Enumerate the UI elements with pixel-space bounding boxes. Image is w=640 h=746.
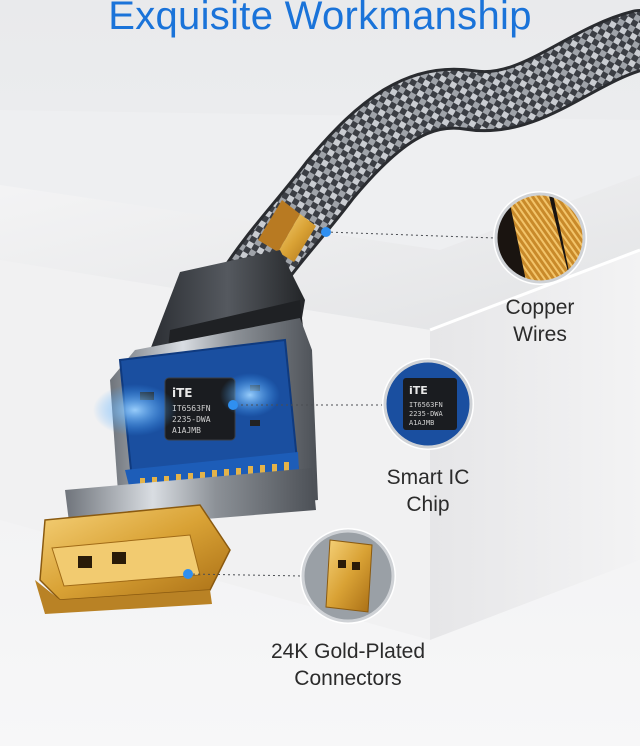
label-copper-line2: Wires	[513, 323, 567, 346]
label-connector-line1: 24K Gold-Plated	[270, 640, 426, 663]
connector-slot-left	[78, 556, 92, 568]
exposed-copper-wires	[258, 200, 316, 262]
label-chip-line2: Chip	[406, 493, 450, 516]
callout-dot-connector	[183, 569, 193, 579]
glow-left	[93, 384, 177, 436]
zoom-chip-line3: A1AJMB	[409, 419, 434, 427]
callout-dot-copper	[321, 227, 331, 237]
step-top	[0, 175, 640, 330]
label-connector-line2: Connectors	[294, 667, 402, 690]
leader-lines	[187, 231, 496, 577]
zoom-chip-line2: 2235-DWA	[409, 410, 444, 418]
callout-dot-chip	[228, 400, 238, 410]
chip-brand: iTE	[172, 386, 193, 400]
chip-line2: 2235-DWA	[172, 415, 211, 424]
step-edge	[429, 248, 640, 332]
label-copper-wires: Copper Wires	[490, 294, 590, 348]
step-face	[430, 250, 640, 640]
connector-shell	[35, 580, 212, 614]
zoom-chip-brand: iTE	[409, 384, 428, 397]
zoom-chip-line1: IT6563FN	[409, 401, 443, 409]
zoom-circle-copper	[493, 191, 587, 285]
label-chip-line1: Smart IC	[386, 466, 470, 489]
label-copper-line1: Copper	[505, 296, 575, 319]
glow-right	[220, 373, 280, 417]
label-gold-plated-connectors: 24K Gold-Plated Connectors	[258, 638, 438, 692]
label-smart-ic-chip: Smart IC Chip	[372, 464, 484, 518]
zoom-circle-connector	[300, 528, 396, 624]
zoom-circle-chip: iTE IT6563FN 2235-DWA A1AJMB	[382, 358, 474, 450]
page-title: Exquisite Workmanship	[108, 0, 532, 38]
chip-line1: IT6563FN	[172, 404, 211, 413]
connector-slot-right	[112, 552, 126, 564]
chip-line3: A1AJMB	[172, 426, 201, 435]
